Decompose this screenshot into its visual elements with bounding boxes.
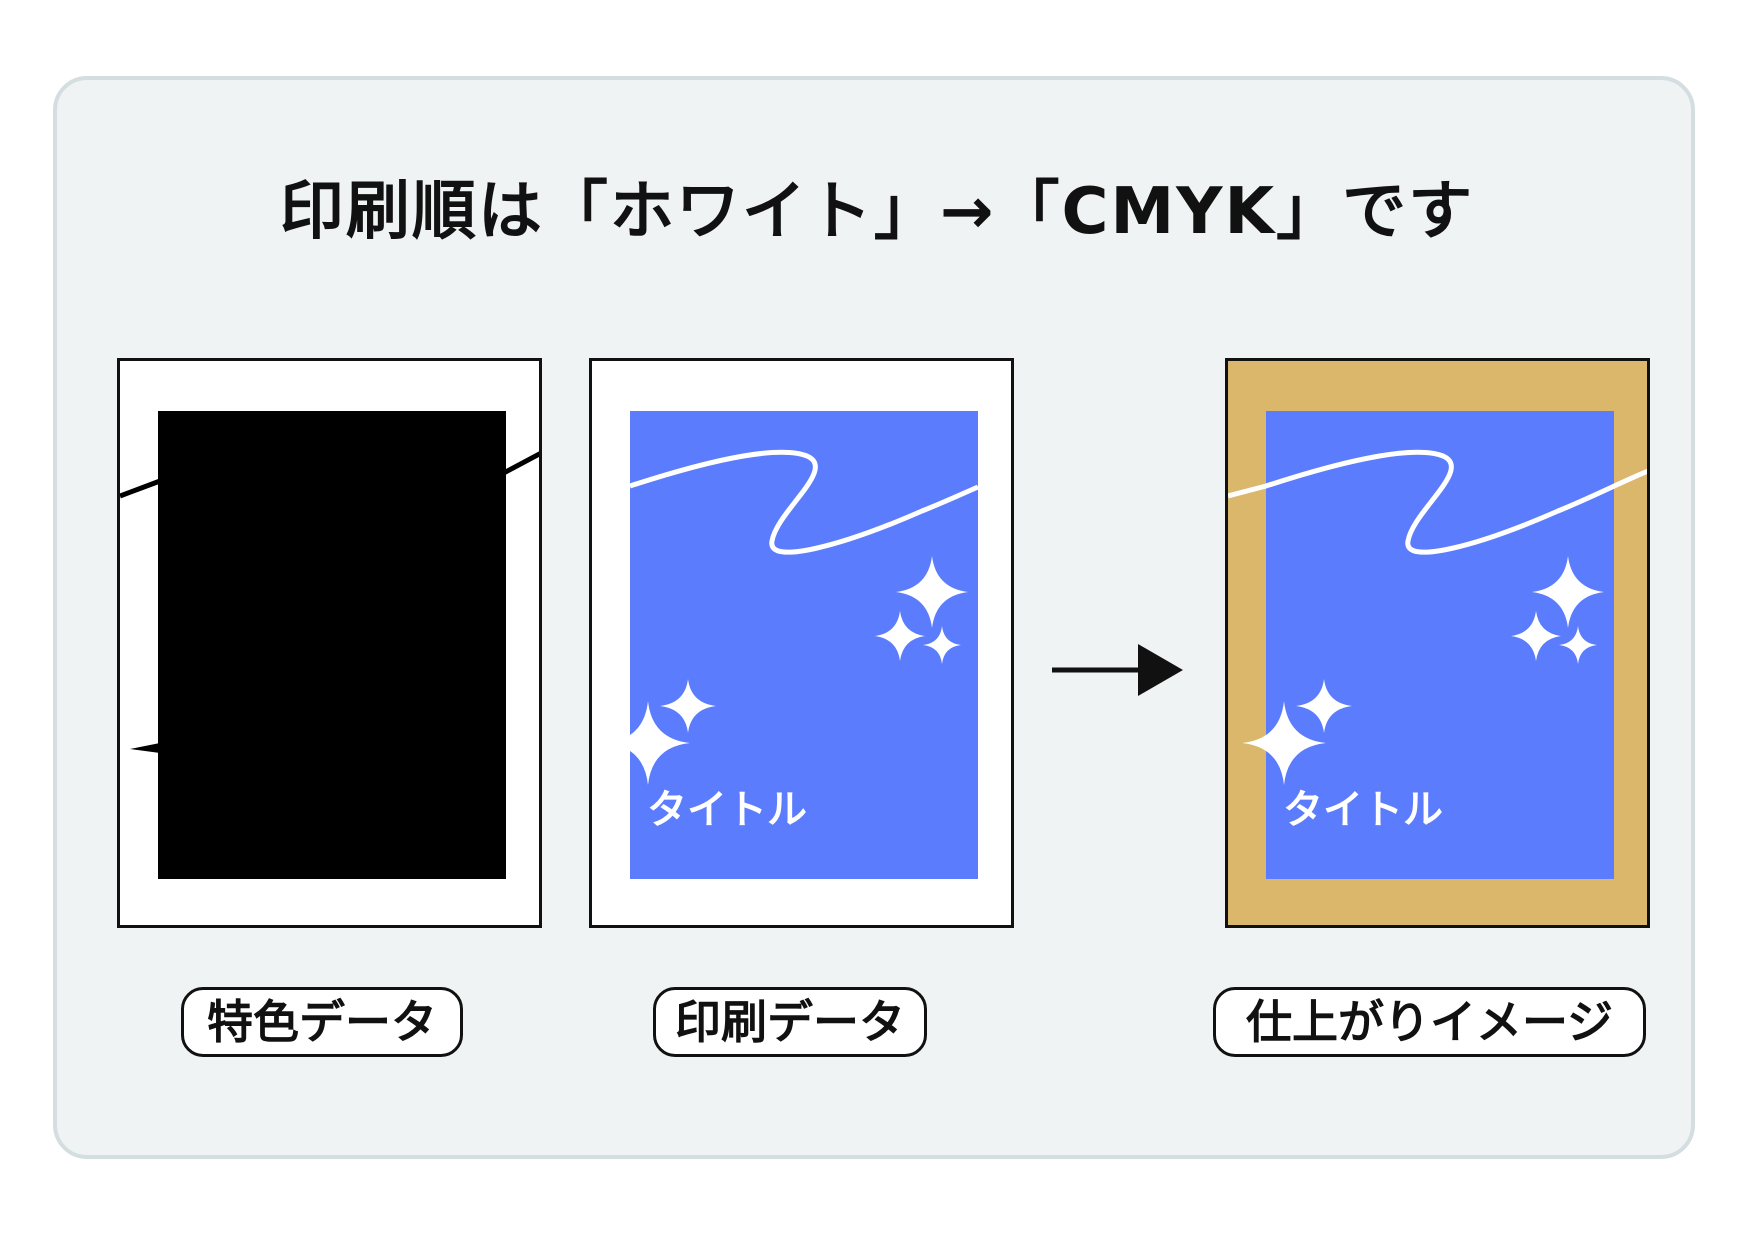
artwork-title: タイトル: [1283, 787, 1443, 833]
print-artwork: タイトル: [606, 411, 979, 879]
wave-line: [1228, 449, 1647, 555]
print-data-label: 印刷データ: [653, 987, 927, 1057]
sparkle-icon: [923, 626, 961, 664]
sparkle-icon: [1296, 679, 1352, 733]
wave-line: [629, 449, 979, 555]
spot-color-data-label: 特色データ: [181, 987, 463, 1057]
spot-color-artwork: [120, 411, 539, 879]
sparkle-icon: [875, 611, 925, 661]
sparkle-icon: [1559, 626, 1597, 664]
artwork-title: タイトル: [647, 787, 807, 833]
finished-image-label: 仕上がりイメージ: [1213, 987, 1646, 1057]
spot-color-data-card: [117, 358, 542, 928]
sparkle-icon: [896, 556, 968, 628]
finished-artwork: タイトル: [1228, 411, 1647, 879]
right-arrow-icon: [1052, 644, 1183, 696]
sparkle-icon: [660, 679, 716, 733]
page-title: 印刷順は「ホワイト」→「CMYK」です: [279, 175, 1475, 249]
sparkle-icon: [1532, 556, 1604, 628]
sparkle-icon: [1242, 701, 1326, 785]
spot-sparkle-edge: [130, 743, 160, 753]
spot-black-area: [158, 411, 506, 879]
sparkle-icon: [606, 701, 690, 785]
finished-image-card: タイトル: [1225, 358, 1650, 928]
sparkle-icon: [1511, 611, 1561, 661]
print-data-card: タイトル: [589, 358, 1014, 928]
